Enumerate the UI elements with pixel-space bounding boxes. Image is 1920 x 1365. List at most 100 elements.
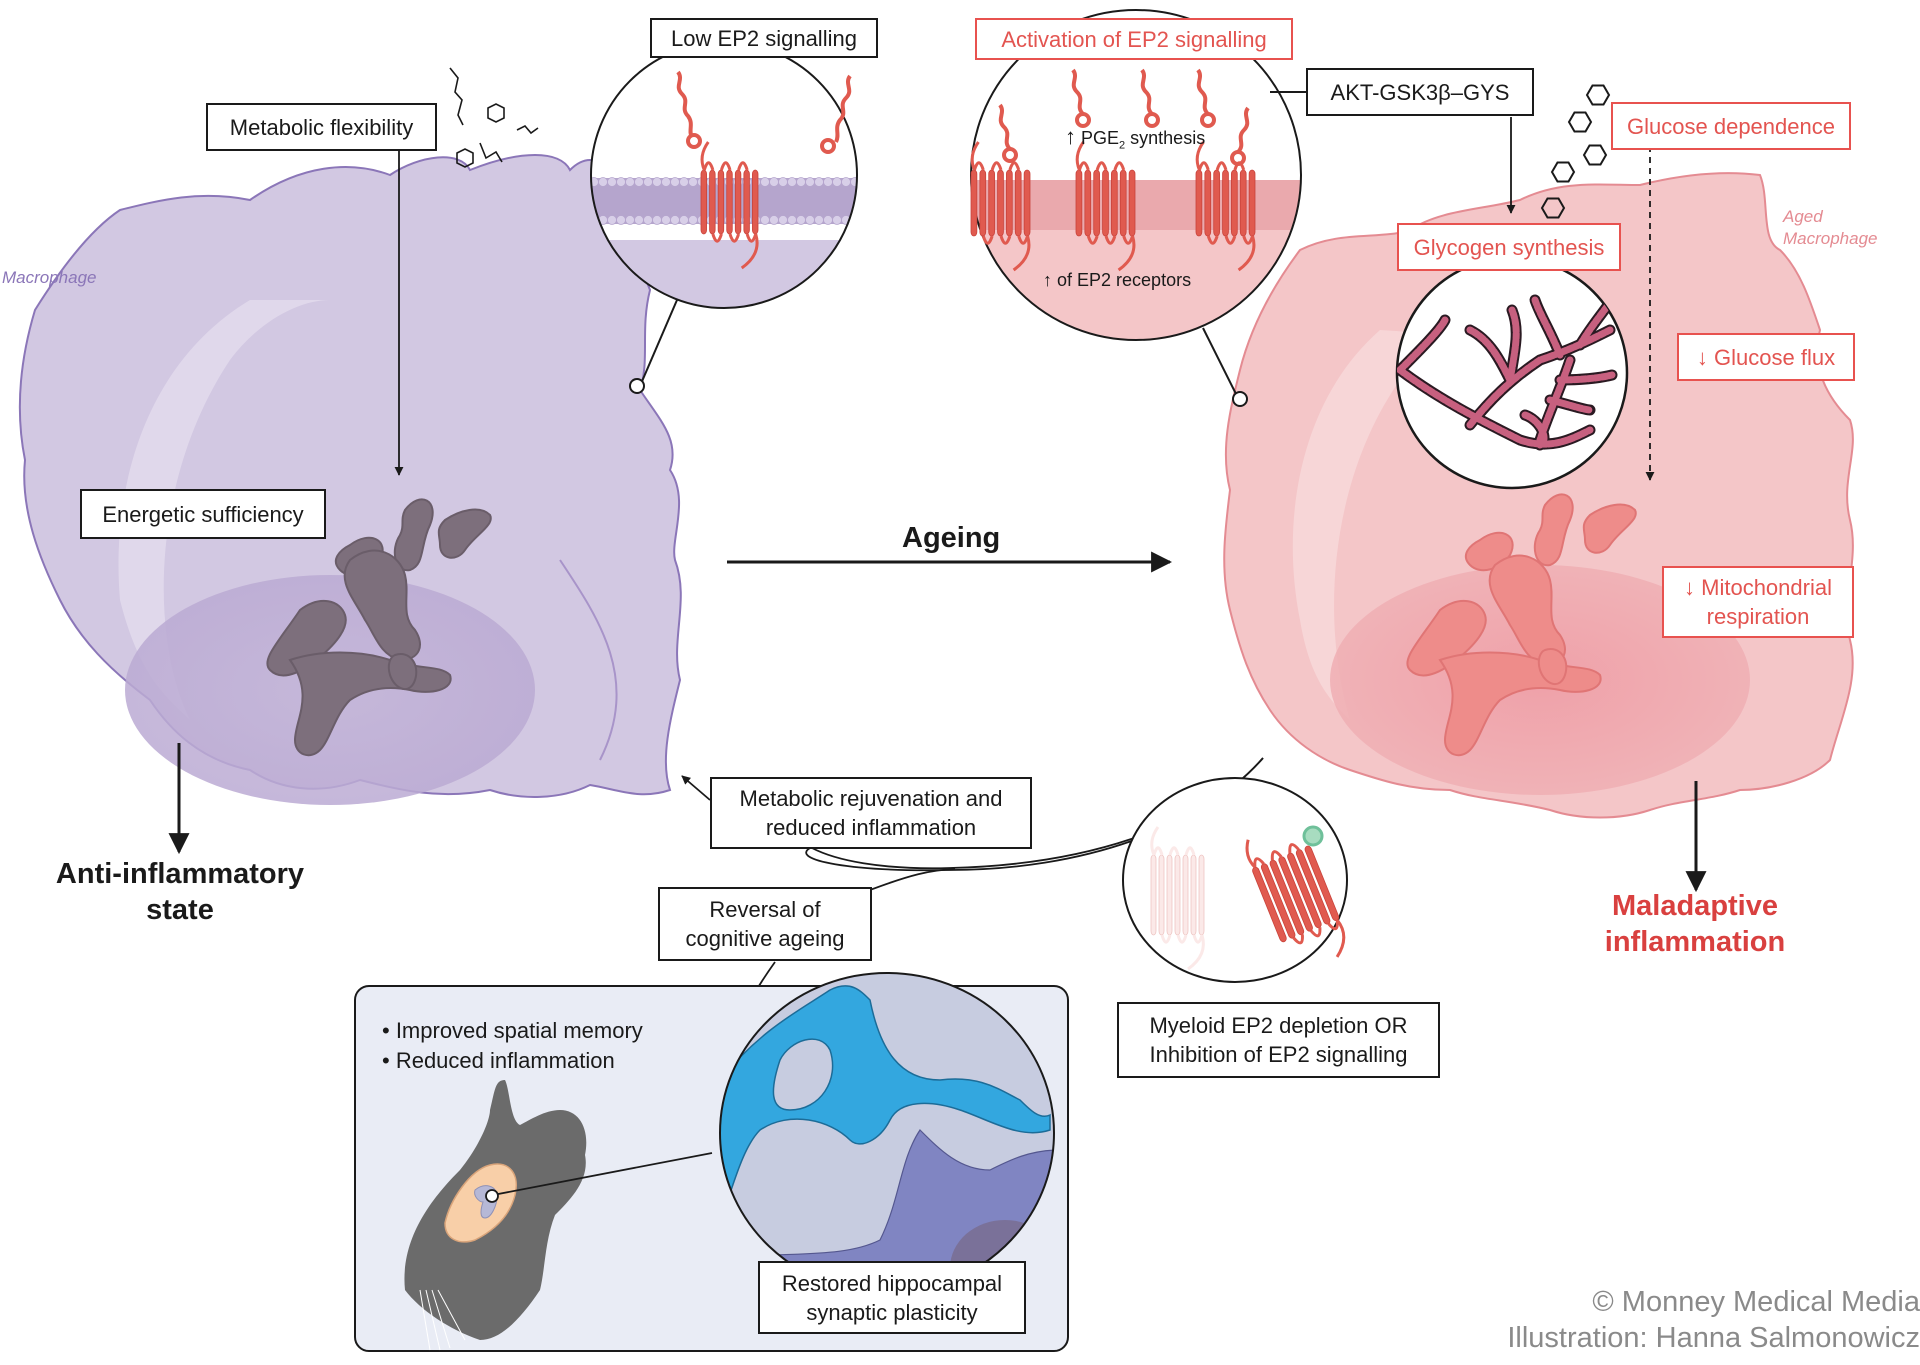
pge2-ligand-icon	[998, 103, 1012, 151]
lipid-head	[760, 177, 770, 187]
hexagon-molecule-icon	[456, 148, 474, 168]
c-terminus	[740, 233, 759, 270]
pge2-head	[1075, 112, 1091, 128]
loop	[1309, 927, 1322, 938]
helix	[752, 169, 759, 235]
helix	[1014, 169, 1022, 237]
loop	[1184, 846, 1196, 856]
glucose-flux-box: ↓ Glucose flux	[1677, 333, 1855, 381]
lipid-head	[832, 177, 842, 187]
pge2-ligand-icon	[1236, 106, 1250, 154]
lipid-head	[778, 215, 788, 225]
pge2-ligand-icon	[1140, 68, 1154, 116]
helix	[1102, 169, 1109, 237]
left-mitochondria	[266, 498, 492, 757]
copyright-line: © Monney Medical Media	[1592, 1286, 1920, 1318]
zoom-anchor-right	[1232, 391, 1248, 407]
anti-inflammatory-state-label: Anti-inflammatory state	[30, 856, 330, 928]
n-terminus	[970, 141, 980, 171]
pge2-suffix: synthesis	[1125, 128, 1206, 148]
helix	[1075, 169, 1083, 237]
loop	[1152, 846, 1164, 856]
ligand-inhibitor-icon	[1302, 825, 1324, 847]
whiskers	[419, 1289, 466, 1351]
n-terminus	[1195, 141, 1205, 171]
helix	[1023, 169, 1031, 237]
metabolic-flexibility-box: Metabolic flexibility	[206, 103, 437, 151]
active-receptor-icon	[1245, 839, 1346, 958]
lipid-head	[688, 177, 698, 187]
lipid-head	[670, 177, 680, 187]
credits: © Monney Medical Media Illustration: Han…	[1507, 1284, 1920, 1356]
lipid-head	[643, 215, 653, 225]
loop	[737, 161, 749, 171]
reversal-connector	[869, 868, 956, 891]
mouse-brain	[444, 1163, 517, 1243]
lipid-head	[823, 215, 833, 225]
right-cell-highlight	[1292, 330, 1460, 720]
lipid-head	[850, 177, 857, 187]
ageing-label: Ageing	[902, 522, 1001, 554]
c-terminus	[1187, 934, 1205, 971]
pge2-head	[1002, 147, 1018, 163]
c-terminus	[1335, 919, 1346, 958]
pge2-ligand-icon	[1196, 68, 1210, 116]
zoom-anchor-left	[629, 378, 645, 394]
receptor-helices	[700, 141, 759, 270]
restored-line2: synaptic plasticity	[806, 1299, 978, 1325]
helix	[1190, 854, 1197, 936]
helix	[1111, 169, 1118, 237]
maladaptive-inflammation-label: Maladaptive inflammation	[1545, 888, 1845, 960]
loop	[728, 233, 741, 243]
helix	[1182, 854, 1189, 936]
glucose-hexagon-icon	[1540, 197, 1566, 219]
loop	[981, 235, 994, 245]
ep2-inhibition-zoom-circle	[1122, 777, 1348, 983]
lipid-head	[616, 177, 626, 187]
bullet-spatial-memory: • Improved spatial memory	[382, 1018, 643, 1043]
helix	[709, 169, 716, 235]
receptor-helices	[1150, 826, 1205, 971]
loop	[1270, 850, 1283, 861]
pge2-ligand-icon	[1071, 68, 1085, 116]
loop	[1292, 934, 1304, 945]
loop	[1233, 161, 1246, 171]
maladaptive-line2: inflammation	[1604, 926, 1786, 958]
receptor-helices	[1195, 141, 1256, 272]
helix	[1239, 169, 1247, 237]
lipid-head	[634, 215, 644, 225]
mito-line1: ↓ Mitochondrial	[1684, 575, 1832, 600]
lipid-head	[814, 215, 824, 225]
left-macrophage-cell	[18, 154, 682, 805]
loop	[1253, 857, 1265, 868]
lipid-head	[598, 177, 608, 187]
pge2-head	[1200, 112, 1216, 128]
glucose-dependence-box: Glucose dependence	[1611, 102, 1851, 150]
anti-inflammatory-line1: Anti-inflammatory	[55, 858, 305, 890]
lipid-head	[616, 215, 626, 225]
lipid-head	[643, 177, 653, 187]
mitochondrial-respiration-box: ↓ Mitochondrial respiration	[1662, 566, 1854, 638]
n-terminus	[700, 141, 710, 171]
zoom-connector-right	[1202, 327, 1239, 399]
helix	[717, 169, 725, 235]
helix	[1084, 169, 1092, 237]
pge2-head	[1144, 112, 1160, 128]
lipid-head	[787, 177, 797, 187]
lipid-head	[841, 177, 851, 187]
helix	[1222, 169, 1229, 237]
c-terminus	[1012, 235, 1031, 272]
loop	[1168, 846, 1180, 856]
lipid-head	[670, 215, 680, 225]
receptor-helices	[970, 141, 1031, 272]
glucose-hexagon-icon	[1585, 84, 1611, 106]
aged-macrophage-label: Aged Macrophage	[1783, 206, 1878, 250]
lipid-head	[661, 215, 671, 225]
myeloid-line1: Myeloid EP2 depletion OR	[1149, 1013, 1408, 1038]
lipid-head	[652, 177, 662, 187]
ep2-receptors	[970, 141, 1256, 272]
receptor-helices	[1075, 141, 1136, 272]
membrane-bilayer	[971, 180, 1301, 230]
loop	[1113, 161, 1126, 171]
